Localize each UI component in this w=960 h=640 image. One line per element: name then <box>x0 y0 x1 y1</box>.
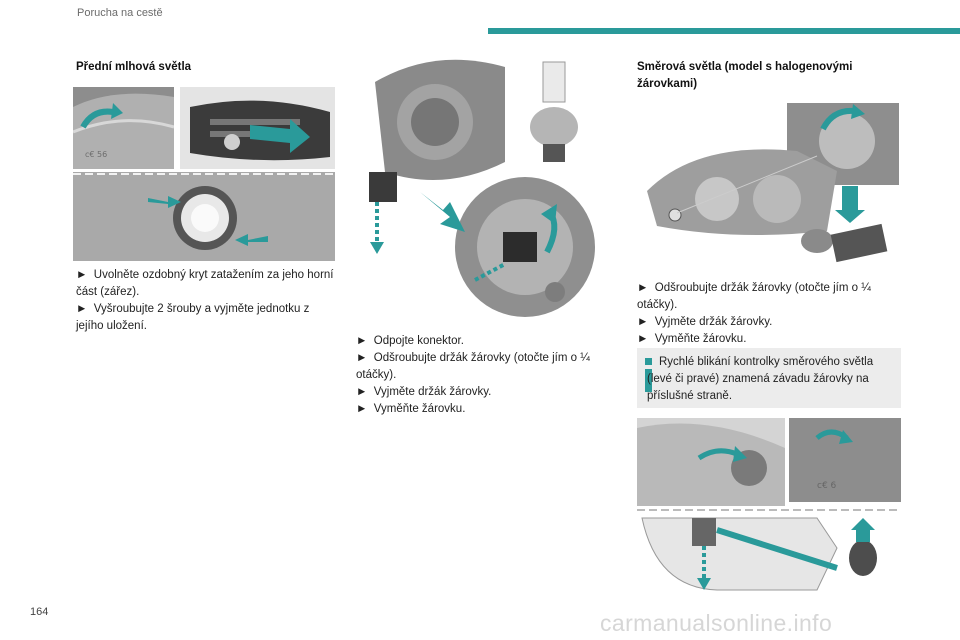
fog-lights-step-1: ► Uvolněte ozdobný kryt zatažením za jeh… <box>76 269 337 298</box>
indicator-bulb-illustration <box>637 101 901 273</box>
indicator-access-illustration: c€ 6 <box>637 418 901 594</box>
indicators-step-2: ► Vyjměte držák žárovky. <box>637 316 773 328</box>
fog-cover-removal-illustration <box>180 87 335 169</box>
fog-lights-steps: ► Uvolněte ozdobný kryt zatažením za jeh… <box>76 267 338 335</box>
fog-bulb-exploded-illustration <box>355 52 613 324</box>
info-note: Rychlé blikání kontrolky směrového světl… <box>637 348 901 408</box>
indicators-step-1: ► Odšroubujte držák žárovky (otočte jím … <box>637 282 875 311</box>
svg-text:c€ 56: c€ 56 <box>85 150 107 159</box>
svg-text:c€ 6: c€ 6 <box>817 481 837 491</box>
watermark: carmanualsonline.info <box>600 610 833 636</box>
fog-bulb-step-3: ► Vyjměte držák žárovky. <box>356 386 492 398</box>
section-title: Porucha na cestě <box>77 7 163 19</box>
fog-lights-heading: Přední mlhová světla <box>76 61 192 73</box>
fog-lights-step-2: ► Vyšroubujte 2 šrouby a vyjměte jednotk… <box>76 303 313 332</box>
fog-bulb-step-1: ► Odpojte konektor. <box>356 335 464 347</box>
fog-cover-release-illustration: c€ 56 <box>73 87 174 169</box>
header-accent-bar <box>488 28 960 34</box>
fog-bulb-steps: ► Odpojte konektor. ► Odšroubujte držák … <box>356 333 611 418</box>
info-icon <box>645 358 652 392</box>
fog-bulb-step-4: ► Vyměňte žárovku. <box>356 403 466 415</box>
fog-bulb-step-2: ► Odšroubujte držák žárovky (otočte jím … <box>356 352 594 381</box>
page-number: 164 <box>30 606 49 618</box>
indicators-steps: ► Odšroubujte držák žárovky (otočte jím … <box>637 280 901 348</box>
indicators-heading: Směrová světla (model s halogenovými žár… <box>637 61 853 90</box>
info-note-text: Rychlé blikání kontrolky směrového světl… <box>647 356 874 402</box>
indicators-step-3: ► Vyměňte žárovku. <box>637 333 747 345</box>
fog-unit-screws-illustration <box>73 172 335 261</box>
